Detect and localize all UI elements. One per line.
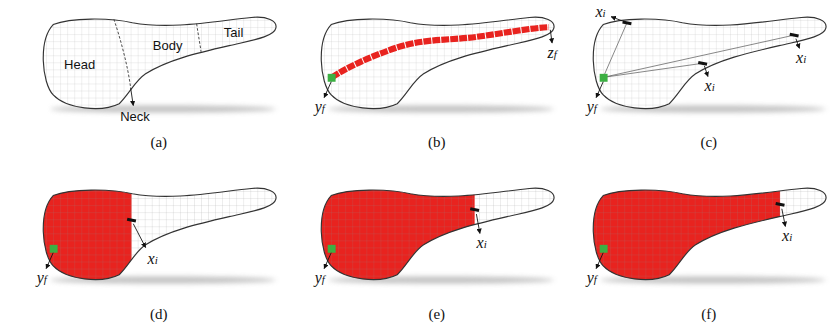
panel-caption: (d): [150, 306, 168, 323]
region-label: Neck: [120, 110, 150, 124]
axis-symbol: xi: [705, 77, 715, 95]
panel-caption: (e): [428, 306, 445, 323]
axis-symbol: yf: [315, 269, 325, 287]
region-label: Body: [153, 39, 183, 53]
panel-c: [593, 17, 826, 113]
axis-symbol: xi: [148, 250, 158, 268]
panel-caption: (a): [150, 134, 167, 151]
panel-caption: (c): [700, 134, 717, 151]
region-label: Head: [64, 58, 95, 72]
panel-caption: (b): [428, 134, 446, 151]
panel-b: [321, 17, 554, 112]
panel-e: [314, 181, 554, 291]
axis-symbol: xi: [595, 3, 605, 21]
axis-symbol: xi: [782, 227, 792, 245]
axis-symbol: yf: [587, 269, 597, 287]
panel-d: [36, 181, 276, 291]
axis-symbol: zf: [547, 44, 556, 62]
panel-caption: (f): [701, 306, 716, 323]
axis-symbol: xi: [796, 49, 806, 67]
panel-f: [586, 181, 826, 291]
region-label: Tail: [224, 26, 244, 40]
axis-symbol: yf: [587, 98, 597, 116]
axis-symbol: xi: [477, 234, 487, 252]
panel-a: [43, 17, 276, 112]
axis-symbol: yf: [315, 98, 325, 116]
axis-symbol: yf: [37, 269, 47, 287]
